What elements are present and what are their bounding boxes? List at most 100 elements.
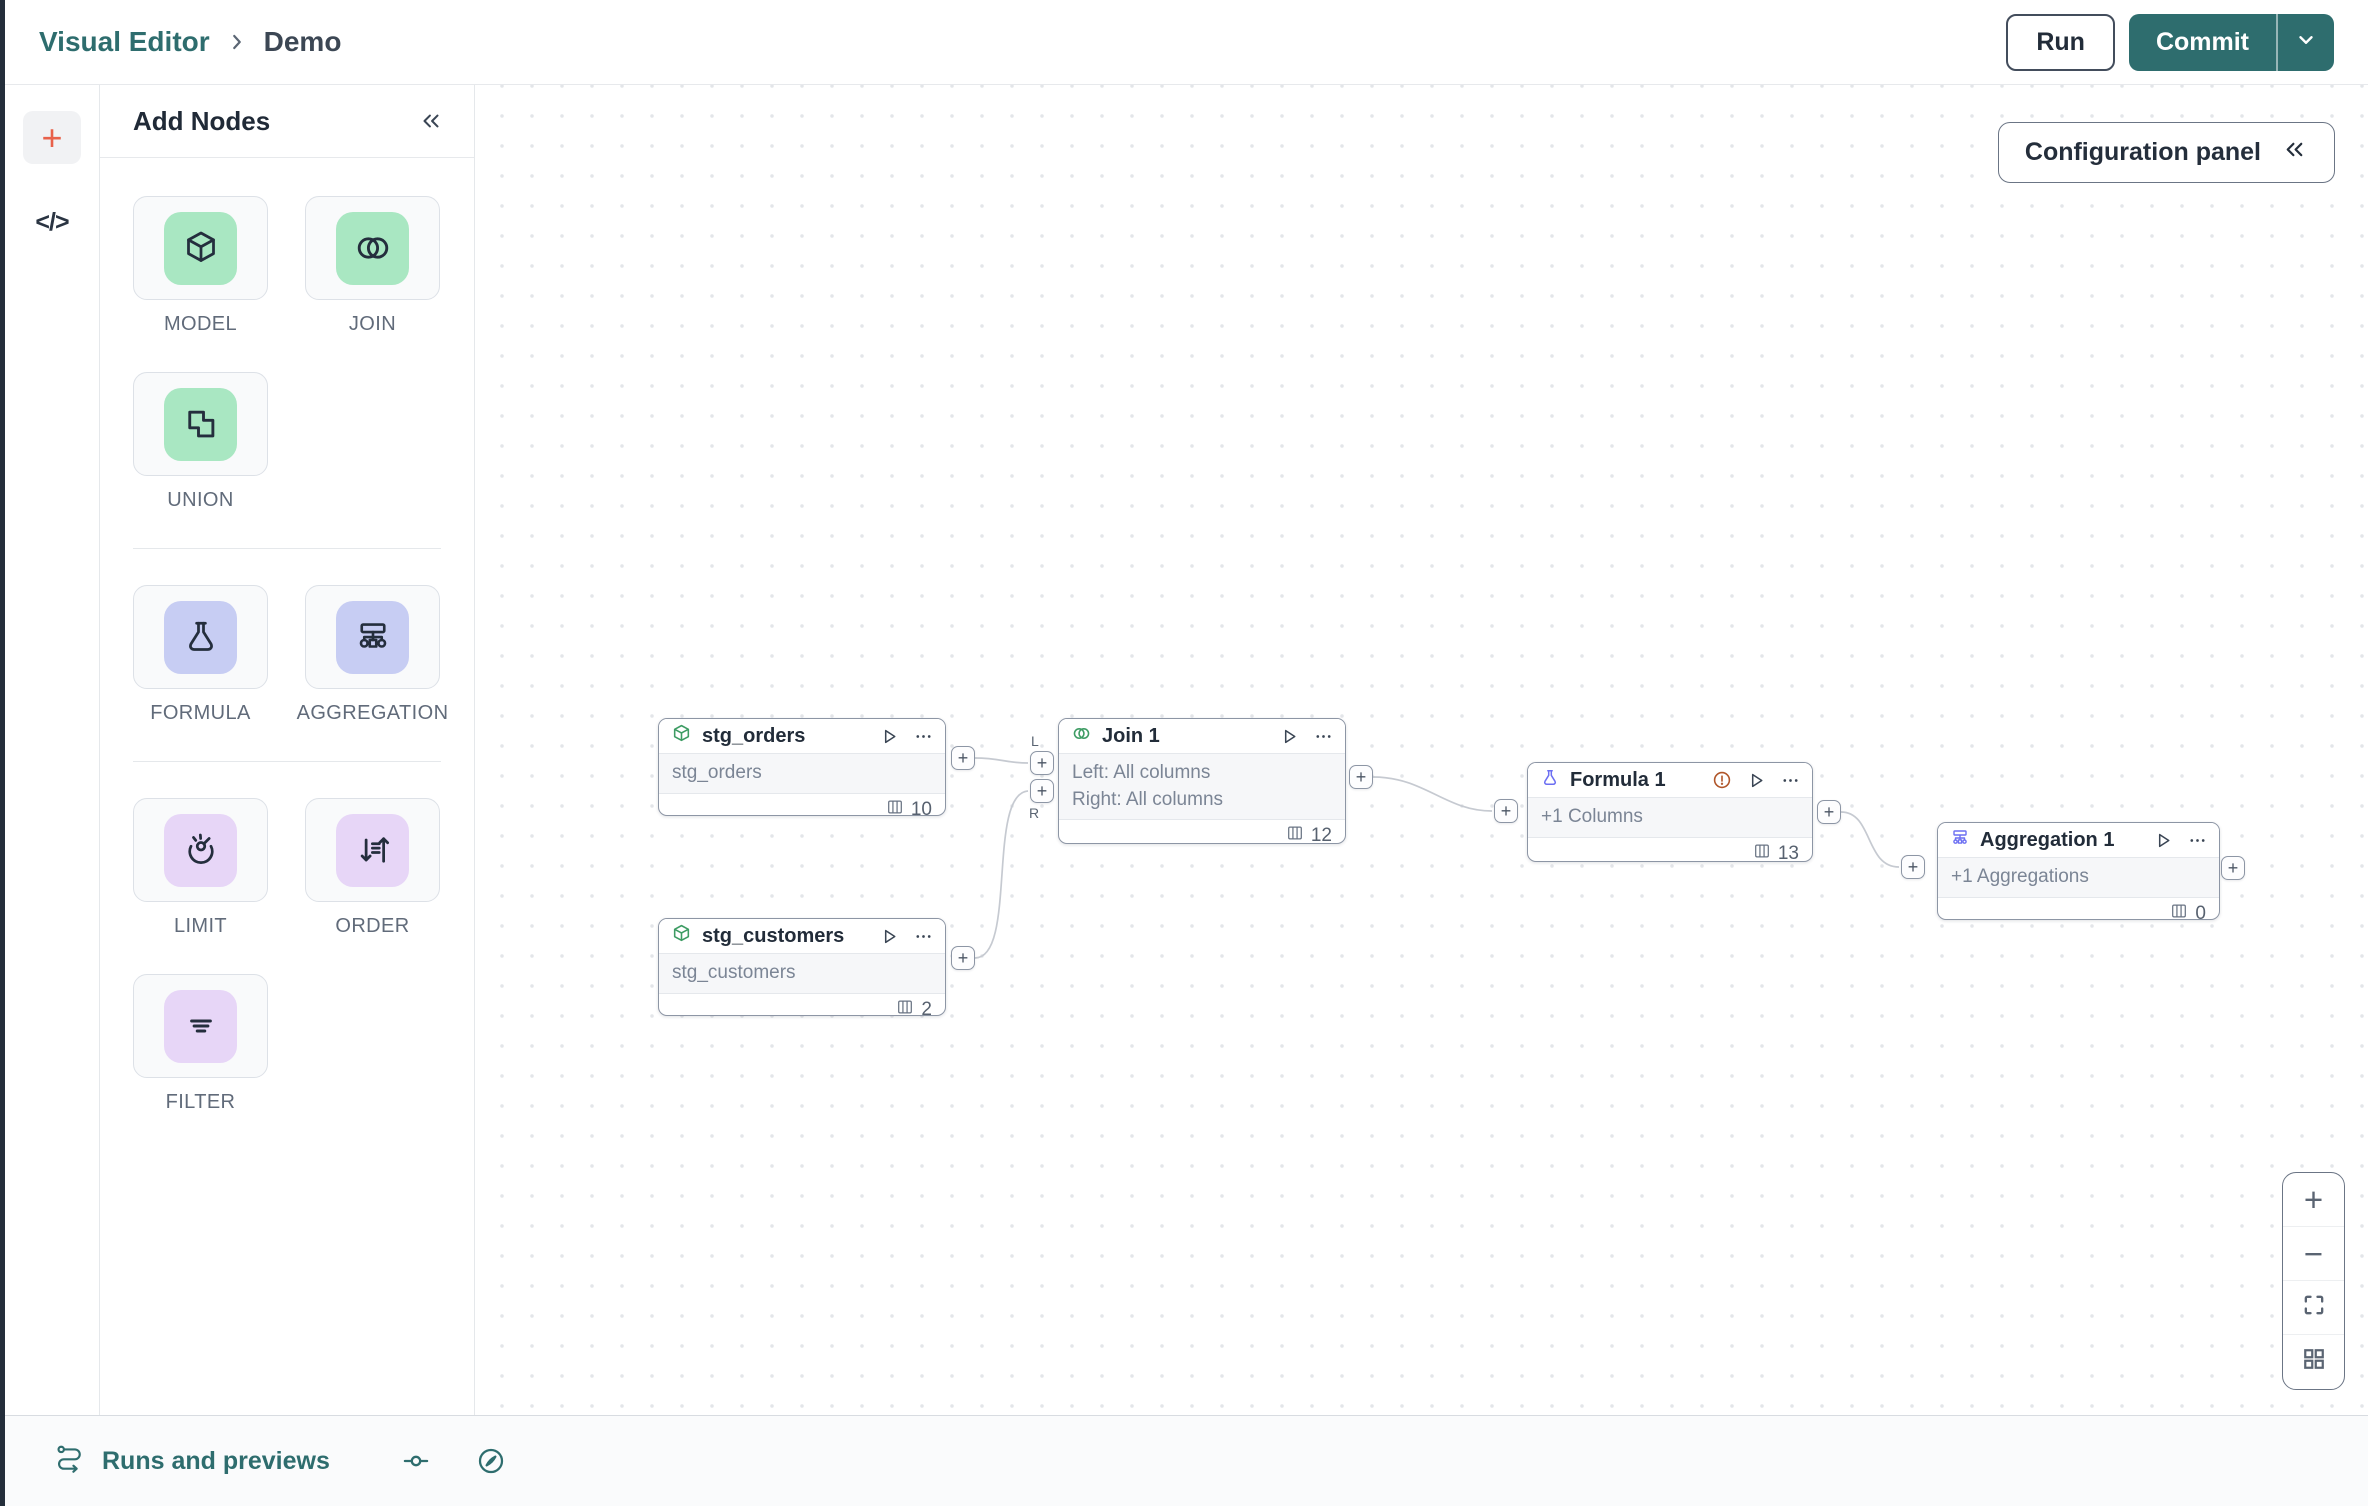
more-options-icon[interactable] bbox=[2188, 831, 2207, 850]
mini-map-button[interactable] bbox=[2283, 1335, 2344, 1389]
columns-icon bbox=[886, 798, 904, 815]
collapsed-sidebar-edge bbox=[0, 0, 5, 1506]
tile-model[interactable]: MODEL bbox=[133, 196, 268, 336]
connector-add-button-join-out[interactable]: + bbox=[1349, 765, 1373, 789]
connector-add-button-join-right-in[interactable]: + bbox=[1030, 779, 1054, 803]
more-options-icon[interactable] bbox=[914, 727, 933, 746]
tile-label: FILTER bbox=[165, 1091, 236, 1113]
column-count: 10 bbox=[910, 798, 932, 816]
cube-icon bbox=[164, 211, 237, 285]
commit-button[interactable]: Commit bbox=[2155, 27, 2249, 56]
chevron-right-icon bbox=[226, 31, 248, 53]
zoom-in-button[interactable]: + bbox=[2283, 1173, 2344, 1227]
add-node-rail-button[interactable]: + bbox=[23, 111, 81, 164]
tile-filter[interactable]: FILTER bbox=[133, 974, 268, 1114]
columns-icon bbox=[1753, 842, 1771, 861]
commit-node-icon[interactable] bbox=[402, 1447, 430, 1475]
play-icon[interactable] bbox=[1747, 771, 1766, 790]
model-cube-icon bbox=[671, 723, 692, 749]
connector-add-button-join-left-in[interactable]: + bbox=[1030, 751, 1054, 775]
edge-connections bbox=[974, 757, 1900, 959]
breadcrumb: Visual Editor Demo bbox=[39, 26, 341, 58]
tile-label: MODEL bbox=[163, 313, 238, 335]
node-title: stg_orders bbox=[702, 724, 806, 747]
run-button[interactable]: Run bbox=[2006, 13, 2115, 71]
connector-add-button-formula-out[interactable]: + bbox=[1817, 800, 1841, 824]
tile-join[interactable]: JOIN bbox=[305, 196, 440, 336]
edge-stg-customers-to-join bbox=[974, 790, 1029, 959]
join-left-port-label: L bbox=[1031, 733, 1039, 749]
tile-limit[interactable]: LIMIT bbox=[133, 798, 268, 938]
minus-icon: − bbox=[2303, 1234, 2324, 1272]
compass-icon[interactable] bbox=[476, 1446, 506, 1476]
collapse-panel-button[interactable] bbox=[418, 108, 444, 134]
join-left-config: Left: All columns bbox=[1072, 762, 1211, 783]
panel-section-divider bbox=[133, 548, 441, 549]
chevron-down-icon bbox=[2295, 29, 2317, 56]
node-aggregation-1[interactable]: Aggregation 1 +1 Aggregations 0 bbox=[1937, 822, 2220, 920]
tile-formula[interactable]: FORMULA bbox=[133, 585, 268, 725]
tile-union[interactable]: UNION bbox=[133, 372, 268, 512]
connector-add-button-aggregation-out[interactable]: + bbox=[2221, 856, 2245, 880]
grid-icon bbox=[2300, 1343, 2328, 1381]
commit-dropdown-button[interactable] bbox=[2278, 14, 2334, 71]
warning-icon[interactable] bbox=[1712, 770, 1732, 790]
fit-view-button[interactable] bbox=[2283, 1281, 2344, 1335]
connector-add-button-stg-customers-out[interactable]: + bbox=[951, 946, 975, 970]
tile-label: JOIN bbox=[348, 313, 397, 335]
plus-icon: + bbox=[41, 116, 63, 158]
connector-add-button-formula-in[interactable]: + bbox=[1494, 799, 1518, 823]
bottom-bar: Runs and previews bbox=[5, 1415, 2368, 1506]
top-bar: Visual Editor Demo Run Commit bbox=[5, 0, 2368, 85]
zoom-out-button[interactable]: − bbox=[2283, 1227, 2344, 1281]
formula-flask-icon bbox=[1540, 768, 1560, 793]
runs-and-previews-button[interactable]: Runs and previews bbox=[55, 1443, 330, 1480]
connector-add-button-stg-orders-out[interactable]: + bbox=[951, 746, 975, 770]
tile-order[interactable]: ORDER bbox=[305, 798, 440, 938]
play-icon[interactable] bbox=[880, 727, 899, 746]
tile-label: FORMULA bbox=[150, 702, 251, 724]
columns-icon bbox=[2170, 902, 2188, 919]
commit-split-button: Commit bbox=[2128, 13, 2334, 71]
panel-section-divider bbox=[133, 761, 441, 762]
columns-icon bbox=[896, 998, 914, 1015]
canvas-zoom-controls: + − bbox=[2282, 1172, 2345, 1390]
aggregation-config: +1 Aggregations bbox=[1951, 866, 2089, 887]
union-icon bbox=[164, 387, 237, 461]
column-count: 0 bbox=[2195, 902, 2206, 920]
breadcrumb-visual-editor[interactable]: Visual Editor bbox=[39, 26, 210, 57]
node-stg-customers[interactable]: stg_customers stg_customers 2 bbox=[658, 918, 946, 1016]
tile-label: UNION bbox=[167, 489, 234, 511]
node-stg-orders[interactable]: stg_orders stg_orders 10 bbox=[658, 718, 946, 816]
runs-and-previews-label: Runs and previews bbox=[102, 1446, 330, 1475]
columns-icon bbox=[1286, 824, 1304, 843]
connector-add-button-aggregation-in[interactable]: + bbox=[1901, 855, 1925, 879]
more-options-icon[interactable] bbox=[1314, 727, 1333, 746]
node-title: Aggregation 1 bbox=[1980, 828, 2115, 851]
node-formula-1[interactable]: Formula 1 +1 Columns 13 bbox=[1527, 762, 1813, 862]
node-subtitle: stg_customers bbox=[672, 962, 796, 983]
join-venn-icon bbox=[1071, 723, 1092, 749]
left-icon-rail: + </> bbox=[5, 85, 100, 1415]
play-icon[interactable] bbox=[1280, 727, 1299, 746]
more-options-icon[interactable] bbox=[914, 927, 933, 946]
pipeline-canvas[interactable]: Configuration panel stg_orders bbox=[475, 85, 2368, 1415]
column-count: 12 bbox=[1310, 825, 1332, 844]
play-icon[interactable] bbox=[880, 927, 899, 946]
tile-aggregation[interactable]: AGGREGATION bbox=[297, 585, 448, 725]
aggregation-tree-icon bbox=[1950, 828, 1970, 853]
runs-path-icon bbox=[55, 1443, 85, 1480]
more-options-icon[interactable] bbox=[1781, 771, 1800, 790]
node-subtitle: stg_orders bbox=[672, 762, 762, 783]
breadcrumb-current: Demo bbox=[263, 26, 342, 57]
node-join-1[interactable]: Join 1 Left: All columns Right: All colu… bbox=[1058, 718, 1346, 844]
gauge-icon bbox=[164, 813, 237, 887]
tile-label: ORDER bbox=[335, 915, 410, 937]
join-right-config: Right: All columns bbox=[1072, 788, 1224, 810]
venn-icon bbox=[336, 211, 409, 285]
code-view-button[interactable]: </> bbox=[35, 208, 69, 236]
configuration-panel-button[interactable]: Configuration panel bbox=[1997, 122, 2335, 183]
node-title: Formula 1 bbox=[1570, 768, 1666, 791]
play-icon[interactable] bbox=[2154, 831, 2173, 850]
tile-label: AGGREGATION bbox=[296, 702, 449, 724]
